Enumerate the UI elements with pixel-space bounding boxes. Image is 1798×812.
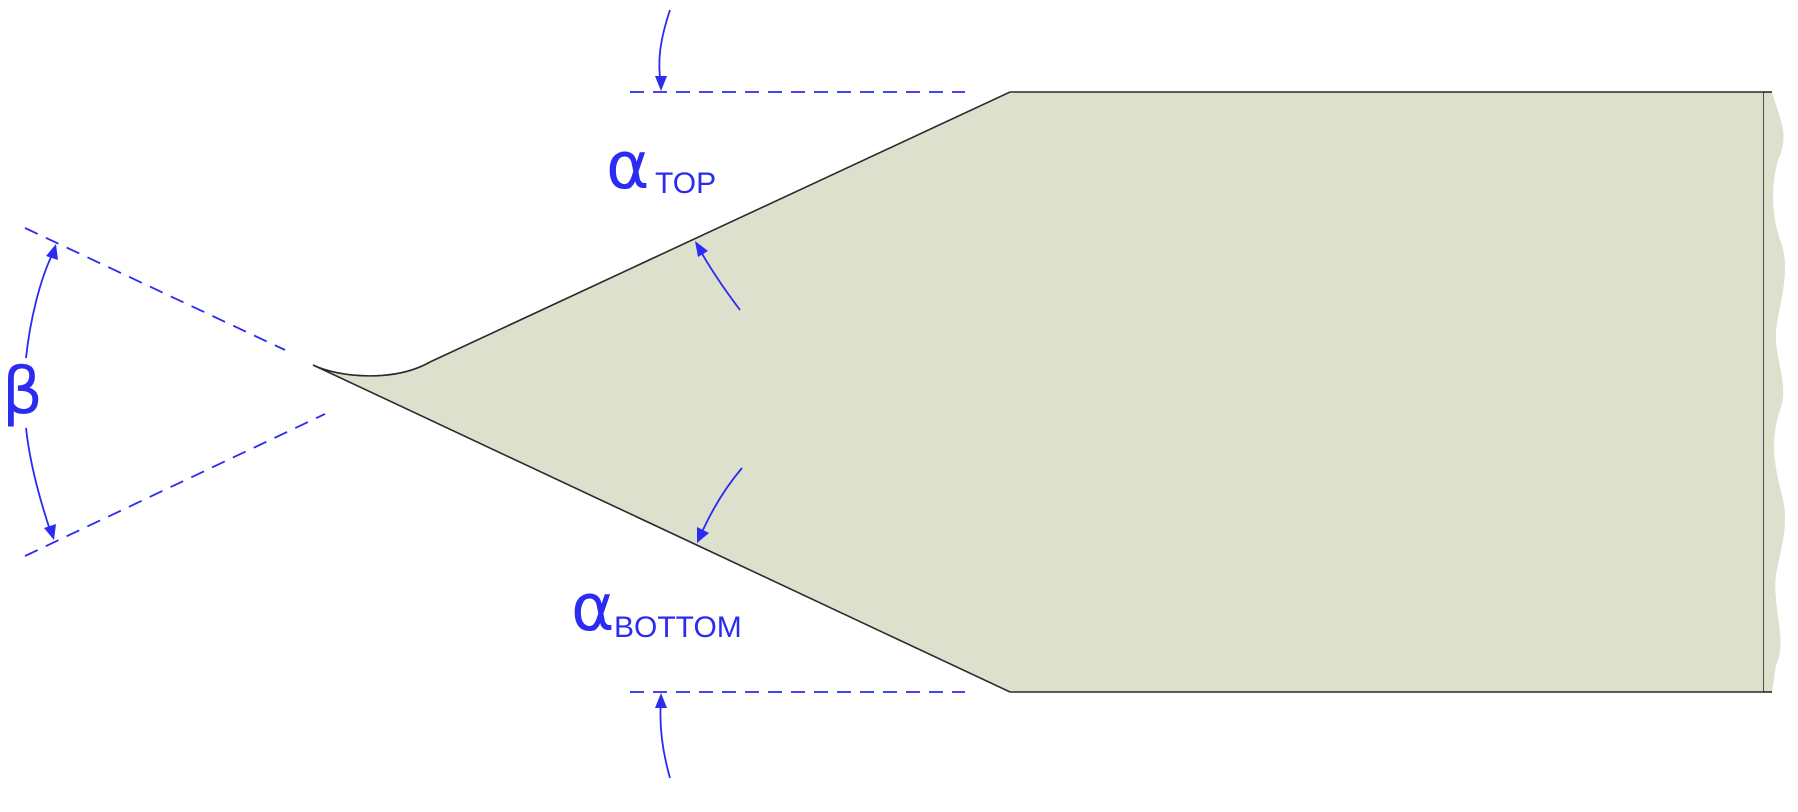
alpha-bottom-bevel-arrow bbox=[701, 467, 743, 533]
blade-broken-edge bbox=[1764, 92, 1786, 692]
alpha-bottom-reference-arrow bbox=[659, 699, 671, 779]
alpha-bottom-subscript: BOTTOM bbox=[614, 611, 742, 644]
beta-upper-arrowhead bbox=[46, 244, 58, 260]
alpha-bottom-label: α bbox=[571, 569, 615, 646]
bottom-bevel-extension-line bbox=[24, 413, 326, 557]
beta-lower-arc bbox=[25, 427, 51, 531]
alpha-bottom-reference-arrowhead bbox=[655, 693, 667, 708]
top-bevel-extension-line bbox=[24, 227, 286, 351]
beta-lower-arrowhead bbox=[44, 524, 56, 540]
alpha-top-bevel-arrow bbox=[699, 249, 741, 311]
alpha-top-label: α bbox=[606, 127, 650, 204]
blade-body bbox=[312, 91, 1765, 693]
beta-upper-arc bbox=[25, 254, 53, 359]
beta-label: β bbox=[2, 355, 43, 429]
alpha-top-reference-arrowhead bbox=[655, 76, 667, 91]
alpha-top-bevel-arrowhead bbox=[695, 241, 708, 257]
alpha-bottom-bevel-arrowhead bbox=[697, 527, 709, 543]
alpha-top-reference-arrow bbox=[658, 9, 671, 85]
alpha-top-subscript: TOP bbox=[655, 167, 716, 200]
